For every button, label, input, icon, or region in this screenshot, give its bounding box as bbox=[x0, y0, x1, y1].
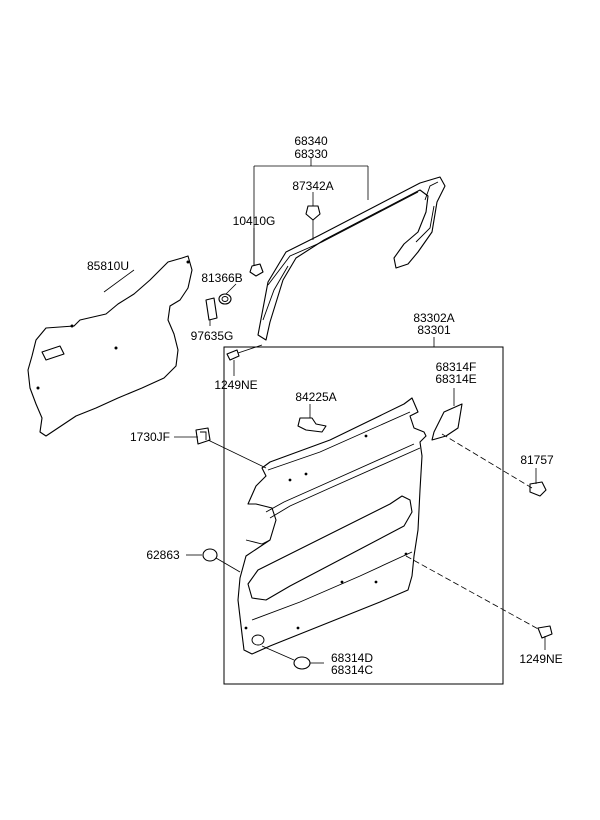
plug-68314D bbox=[293, 656, 311, 670]
insulation-panel-85810U bbox=[27, 255, 193, 437]
clip-84225A bbox=[297, 417, 327, 433]
label-81366B: 81366B bbox=[201, 271, 242, 285]
clip-81757 bbox=[529, 481, 547, 497]
label-84225A: 84225A bbox=[295, 390, 336, 404]
label-85810U: 85810U bbox=[87, 259, 129, 273]
label-87342A: 87342A bbox=[292, 179, 333, 193]
screw-1249NE-top bbox=[226, 344, 263, 361]
label-68314E: 68314E bbox=[435, 372, 476, 386]
part-labels: 68340 68330 87342A 10410G 85810U 81366B … bbox=[87, 134, 563, 677]
label-68340: 68340 bbox=[294, 134, 328, 148]
assembly-dashed-lines bbox=[405, 433, 541, 631]
screw-1249NE-bottom bbox=[537, 625, 553, 639]
label-83302A: 83302A bbox=[413, 311, 454, 325]
label-1730JF: 1730JF bbox=[130, 430, 170, 444]
label-10410G: 10410G bbox=[233, 214, 276, 228]
label-62863: 62863 bbox=[146, 548, 180, 562]
ring-62863 bbox=[202, 548, 218, 562]
label-81757: 81757 bbox=[520, 453, 554, 467]
clip-87342A bbox=[305, 205, 321, 240]
patch-97635G bbox=[205, 297, 218, 321]
label-68314F: 68314F bbox=[436, 360, 477, 374]
label-1249NE-bottom: 1249NE bbox=[519, 652, 562, 666]
clip-10410G bbox=[249, 263, 264, 277]
door-trim-panel-83301 bbox=[237, 397, 427, 655]
upper-trim-part bbox=[257, 176, 446, 341]
label-68330: 68330 bbox=[294, 147, 328, 161]
label-68314D: 68314D bbox=[331, 651, 373, 665]
label-1249NE-top: 1249NE bbox=[214, 378, 257, 392]
cover-68314F bbox=[431, 403, 463, 441]
label-97635G: 97635G bbox=[191, 329, 234, 343]
label-83301: 83301 bbox=[417, 323, 451, 337]
clip-1730JF bbox=[195, 427, 211, 445]
leader-lines bbox=[103, 158, 546, 664]
grommet-81366B bbox=[218, 293, 232, 305]
label-68314C: 68314C bbox=[331, 663, 373, 677]
